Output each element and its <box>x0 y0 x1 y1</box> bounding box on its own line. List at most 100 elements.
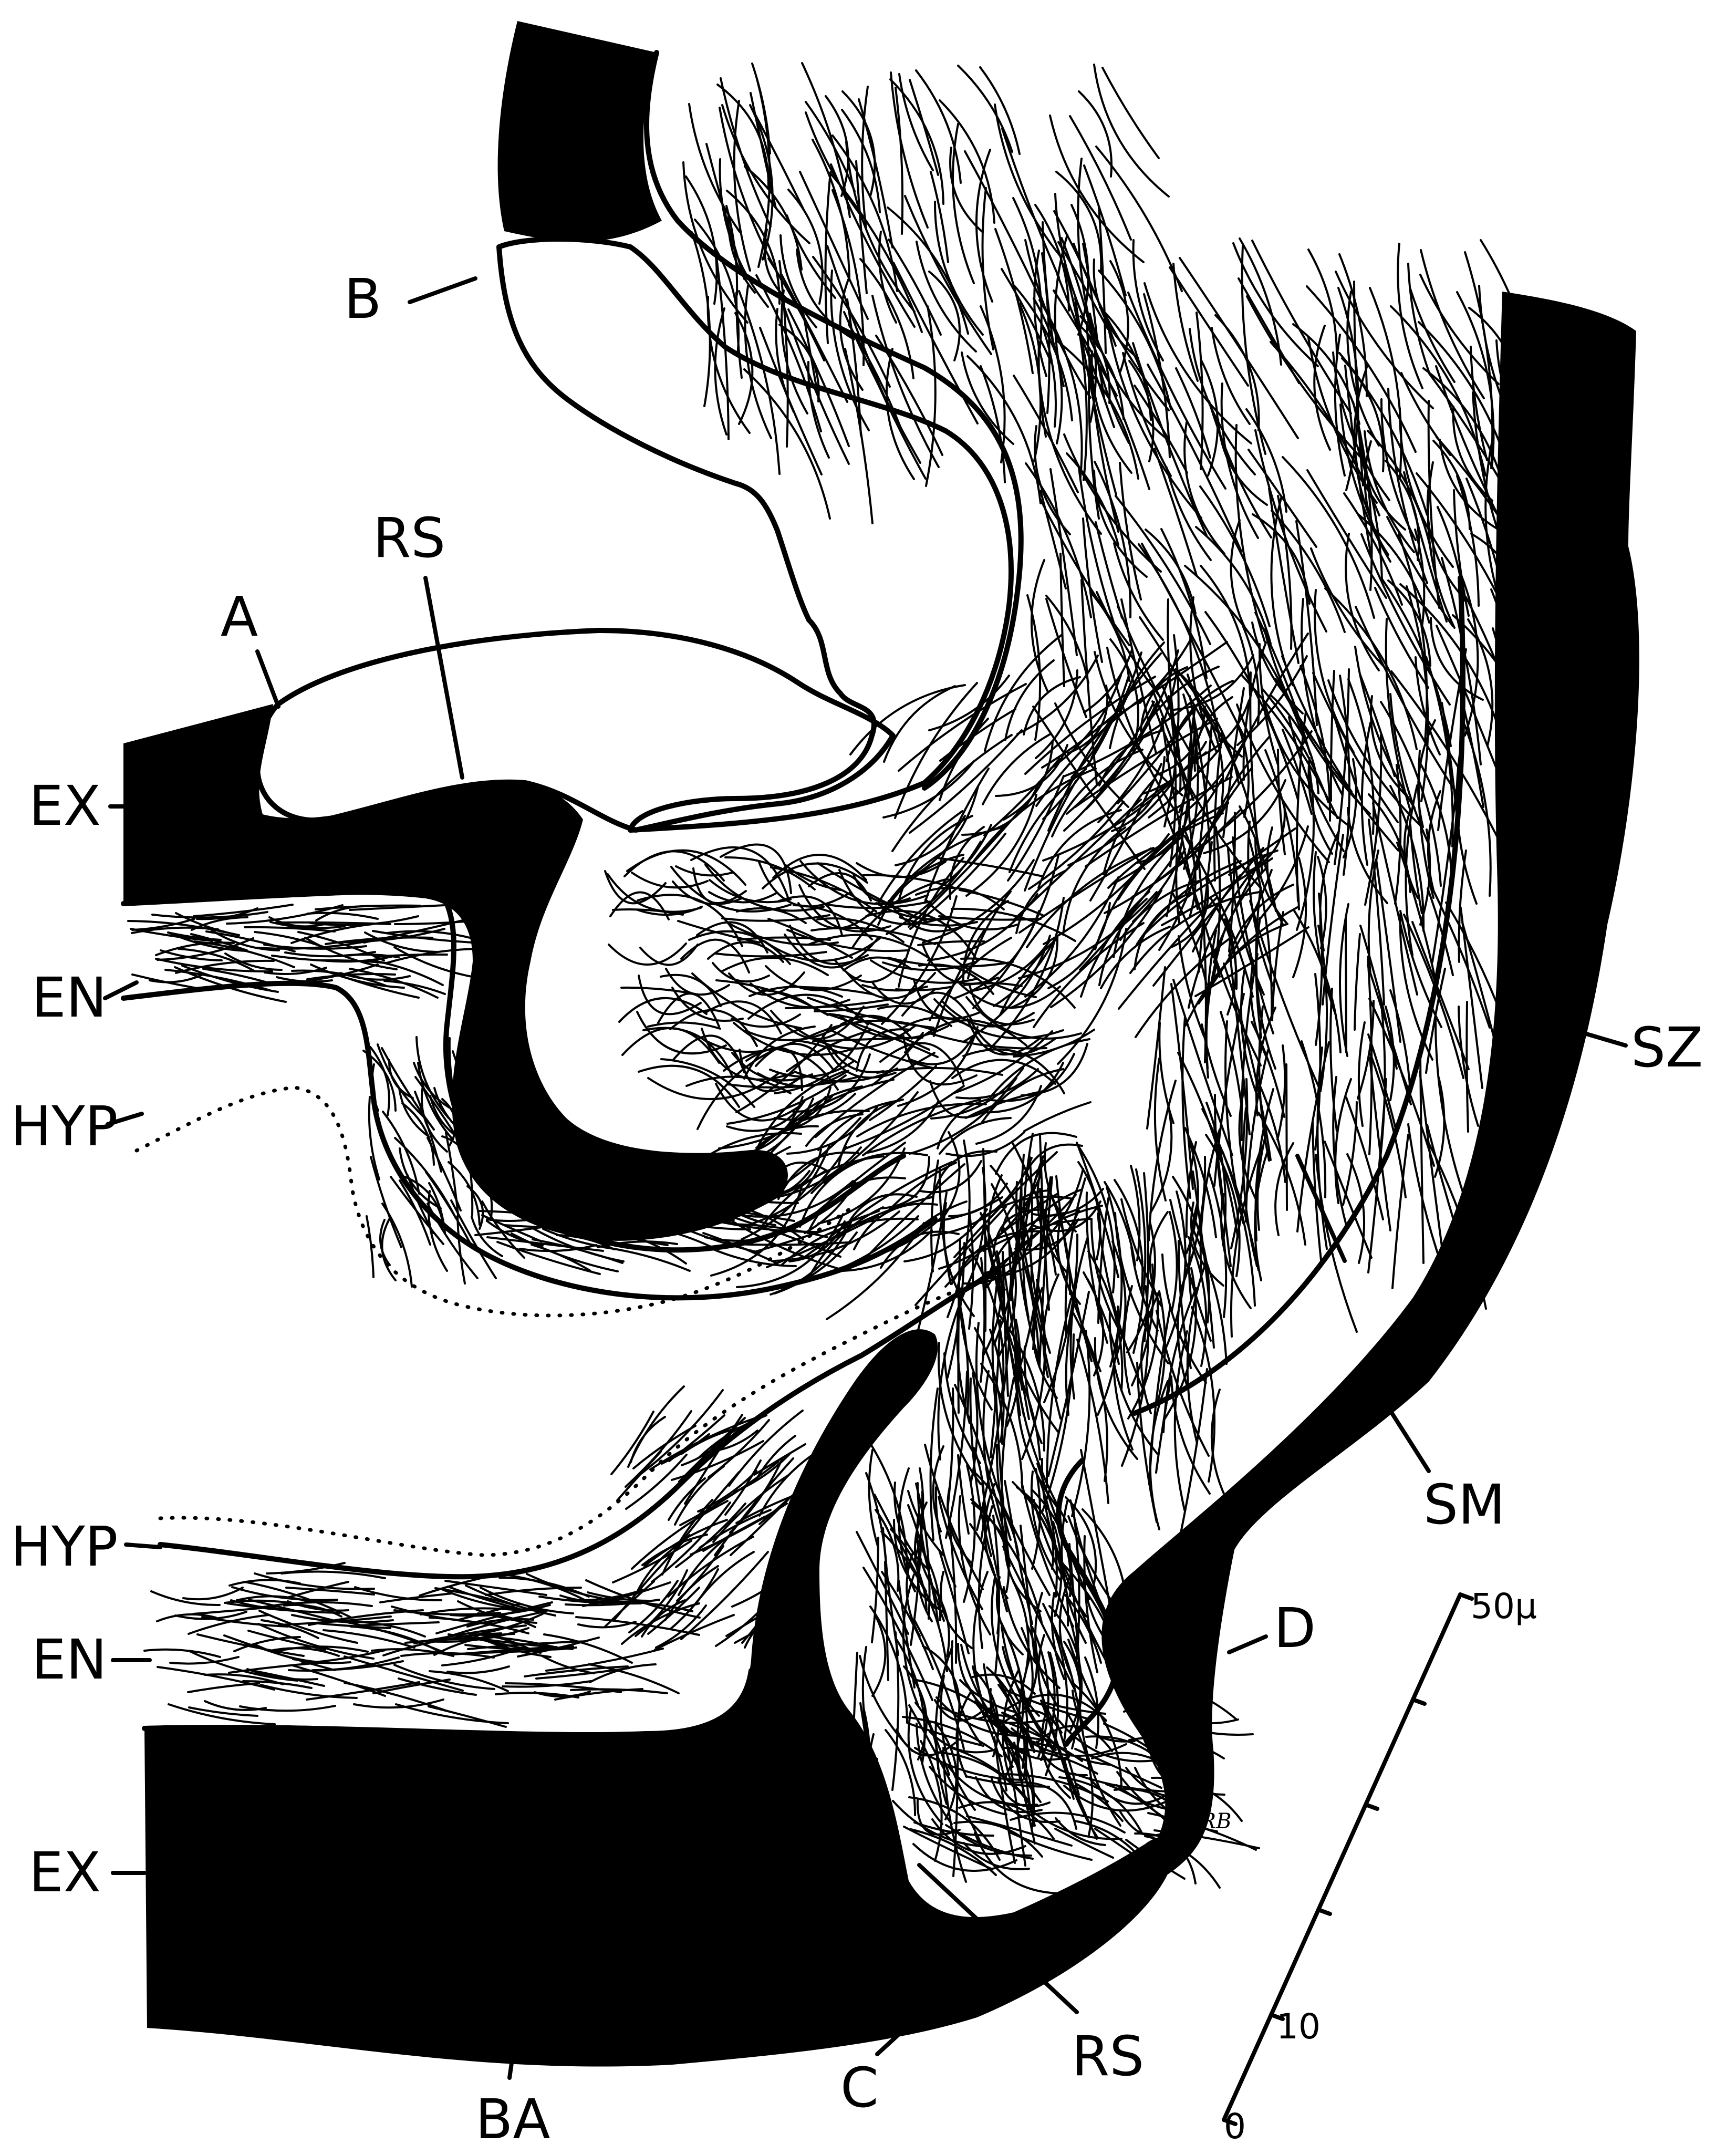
fibre-strand <box>958 1239 960 1413</box>
label-ex-top: EX <box>29 774 101 838</box>
fibre-strand <box>1271 342 1379 515</box>
fibre-strand <box>555 1689 642 1700</box>
fibre-strand <box>639 976 701 1014</box>
scale-tick <box>1366 1805 1377 1809</box>
fibre-strand <box>1099 207 1106 353</box>
fibre-strand <box>1200 486 1270 626</box>
fibre-strand <box>753 110 804 210</box>
fibre-strand <box>1024 1102 1090 1131</box>
label-d: D <box>1274 1596 1316 1660</box>
leader-rs-top <box>425 578 462 778</box>
scale-tick <box>1413 1700 1425 1704</box>
fibre-strand <box>1103 68 1159 158</box>
fibre-strand <box>626 1455 687 1509</box>
fibre-strand <box>1316 894 1322 1045</box>
fibre-strand <box>189 1707 257 1716</box>
fibre-strand <box>734 101 750 271</box>
label-sz: SZ <box>1631 1016 1703 1080</box>
fibre-strand <box>896 88 902 234</box>
fibre-strand <box>131 929 212 941</box>
fibre-strand <box>382 1048 434 1130</box>
scale-bar-line <box>1224 1594 1460 2120</box>
label-hyp-bottom: HYP <box>11 1515 118 1579</box>
fibre-strand <box>1339 254 1367 396</box>
fibre-strand <box>1044 1275 1058 1377</box>
fibre-strand <box>940 709 1015 761</box>
fibre-strand <box>1242 246 1265 454</box>
scale-label-top: 50μ <box>1471 1586 1537 1627</box>
fibre-strand <box>1123 353 1171 476</box>
fibre-strand <box>1110 261 1128 371</box>
scale-bar-ticks <box>1224 1594 1472 2124</box>
label-en-top: EN <box>32 966 107 1030</box>
fibre-strand <box>369 960 443 985</box>
fibre-strand <box>308 913 378 919</box>
fibre-strand <box>1407 586 1428 801</box>
fibre-strand <box>285 1582 348 1598</box>
fibre-strand <box>883 761 974 817</box>
fibre-strand <box>1311 548 1384 666</box>
scale-label-zero: 0 <box>1224 2106 1246 2144</box>
fibre-strand <box>467 1186 483 1229</box>
label-ba: BA <box>475 2087 550 2144</box>
fibre-strand <box>738 938 830 940</box>
fibre-strand <box>953 124 974 283</box>
signature-rb: RB <box>1200 1809 1232 1834</box>
leader-sz <box>1581 1032 1626 1045</box>
fibre-strand <box>845 349 872 523</box>
fibre-strand <box>1180 258 1298 438</box>
label-c: C <box>840 2056 879 2120</box>
fibre-strand <box>1408 264 1429 371</box>
stipple-region-a <box>257 630 893 830</box>
fibre-strand <box>1275 1143 1293 1235</box>
fibre-strand <box>966 795 1036 896</box>
fibre-strand <box>676 866 732 875</box>
fibre-strand <box>351 1627 439 1651</box>
leader-d <box>1229 1637 1266 1652</box>
fibre-strand <box>1355 934 1360 1030</box>
fibre-strand <box>1159 1023 1173 1123</box>
leader-a <box>257 651 278 707</box>
fibre-strand <box>689 931 790 964</box>
fibre-strand <box>183 1588 243 1599</box>
leader-sm <box>1392 1413 1429 1471</box>
label-ex-bottom: EX <box>29 1840 101 1904</box>
fibre-strands <box>128 63 1557 1911</box>
fibre-strand <box>1368 965 1411 1104</box>
leader-b <box>410 278 475 302</box>
fibre-strand <box>1120 463 1141 599</box>
fibre-strand <box>1020 304 1041 461</box>
fibre-strand <box>1343 1102 1357 1205</box>
fibre-strand <box>619 998 706 1022</box>
fibre-strand <box>1002 129 1059 277</box>
fibre-strand <box>1302 599 1342 794</box>
fibre-strand <box>448 1666 509 1673</box>
fibre-strand <box>1286 1064 1287 1210</box>
fibre-strand <box>980 67 1020 154</box>
fibre-strand <box>862 87 868 229</box>
fibre-strand <box>910 80 938 175</box>
fibre-strand <box>933 1151 996 1195</box>
fibre-strand <box>132 975 197 988</box>
fibre-strand <box>917 242 976 351</box>
label-hyp-top: HYP <box>11 1094 118 1158</box>
label-rs-top: RS <box>373 506 445 570</box>
label-b: B <box>344 267 381 331</box>
label-a: A <box>221 585 258 649</box>
fibre-strand <box>640 945 698 965</box>
leader-hyp-bottom <box>126 1545 160 1547</box>
fibre-strand <box>1137 1363 1157 1522</box>
fibre-strand <box>1128 293 1225 489</box>
fibre-strand <box>668 1231 716 1249</box>
black-region-b <box>498 21 662 242</box>
fibre-strand <box>1400 911 1441 1027</box>
fibre-strand <box>622 1028 719 1063</box>
fibre-strand <box>808 362 829 458</box>
fibre-strand <box>872 1538 878 1642</box>
label-sm: SM <box>1423 1473 1505 1537</box>
fibre-strand <box>713 963 769 981</box>
fibre-strand <box>1465 252 1492 468</box>
label-en-bottom: EN <box>32 1628 107 1692</box>
fibre-strand <box>1436 366 1498 515</box>
